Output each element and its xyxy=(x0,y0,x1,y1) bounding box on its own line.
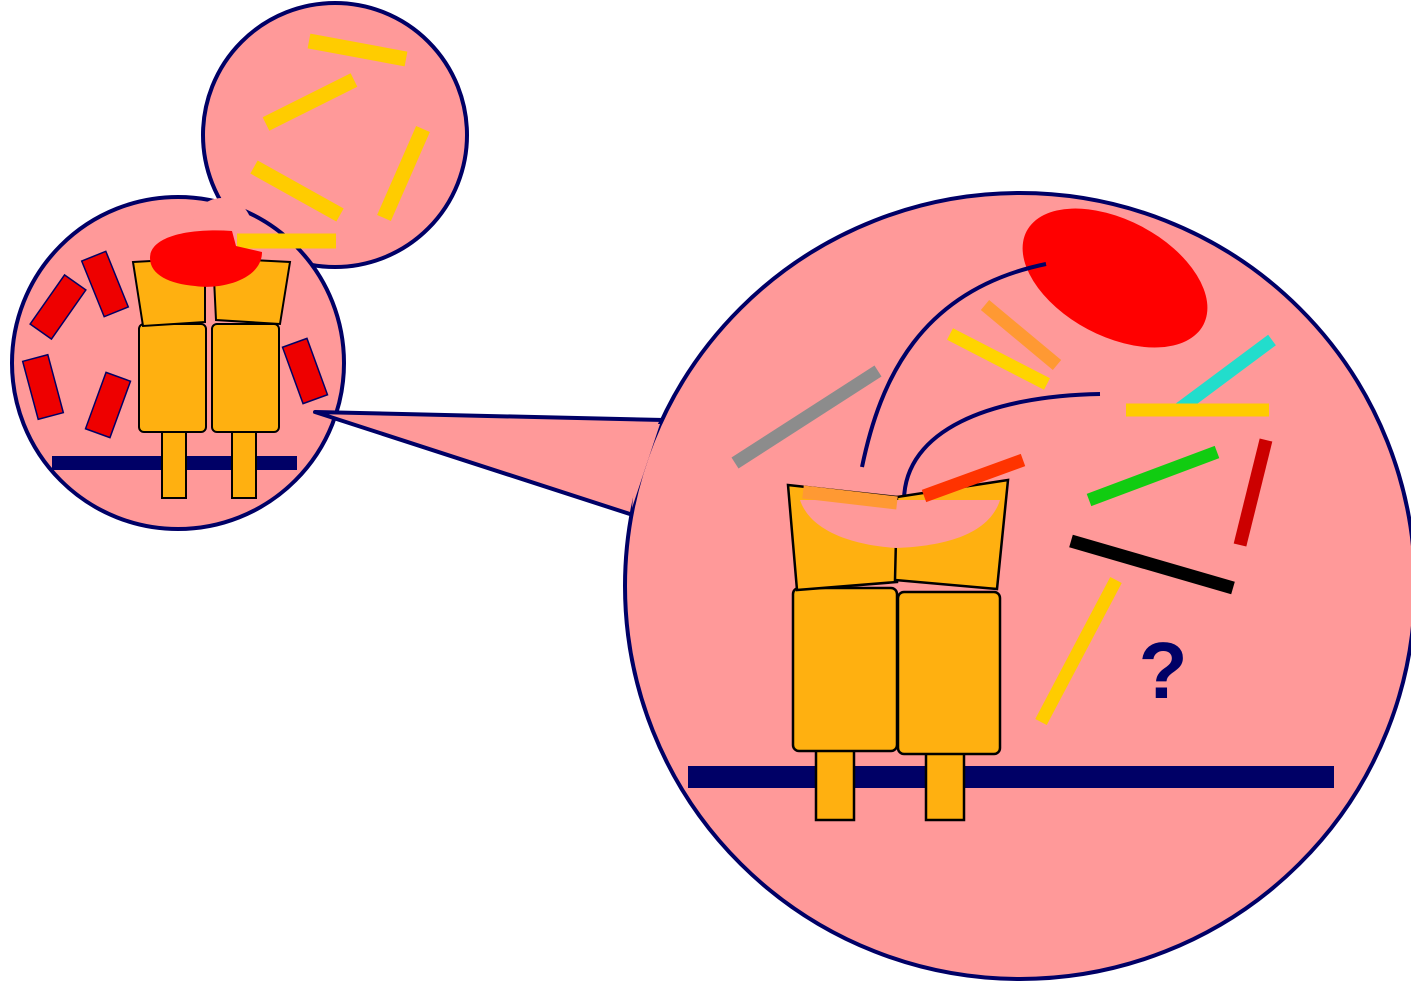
receptor-body-left xyxy=(793,588,897,751)
small-receptor-body-left xyxy=(139,324,206,432)
membrane xyxy=(688,766,1334,788)
small-cell xyxy=(12,3,467,529)
small-receptor-stalk-right xyxy=(232,428,256,498)
receptor-stalk-right xyxy=(926,748,964,820)
zoom-bubble xyxy=(625,193,1411,979)
receptor-stalk-left xyxy=(816,748,854,820)
zoom-callout xyxy=(315,412,664,516)
receptor-body-right xyxy=(898,592,1000,754)
small-receptor-body-right xyxy=(212,324,279,432)
zoom-panel: ? xyxy=(625,180,1411,979)
small-receptor-stalk-left xyxy=(162,428,186,498)
question-label: ? xyxy=(1139,626,1188,715)
